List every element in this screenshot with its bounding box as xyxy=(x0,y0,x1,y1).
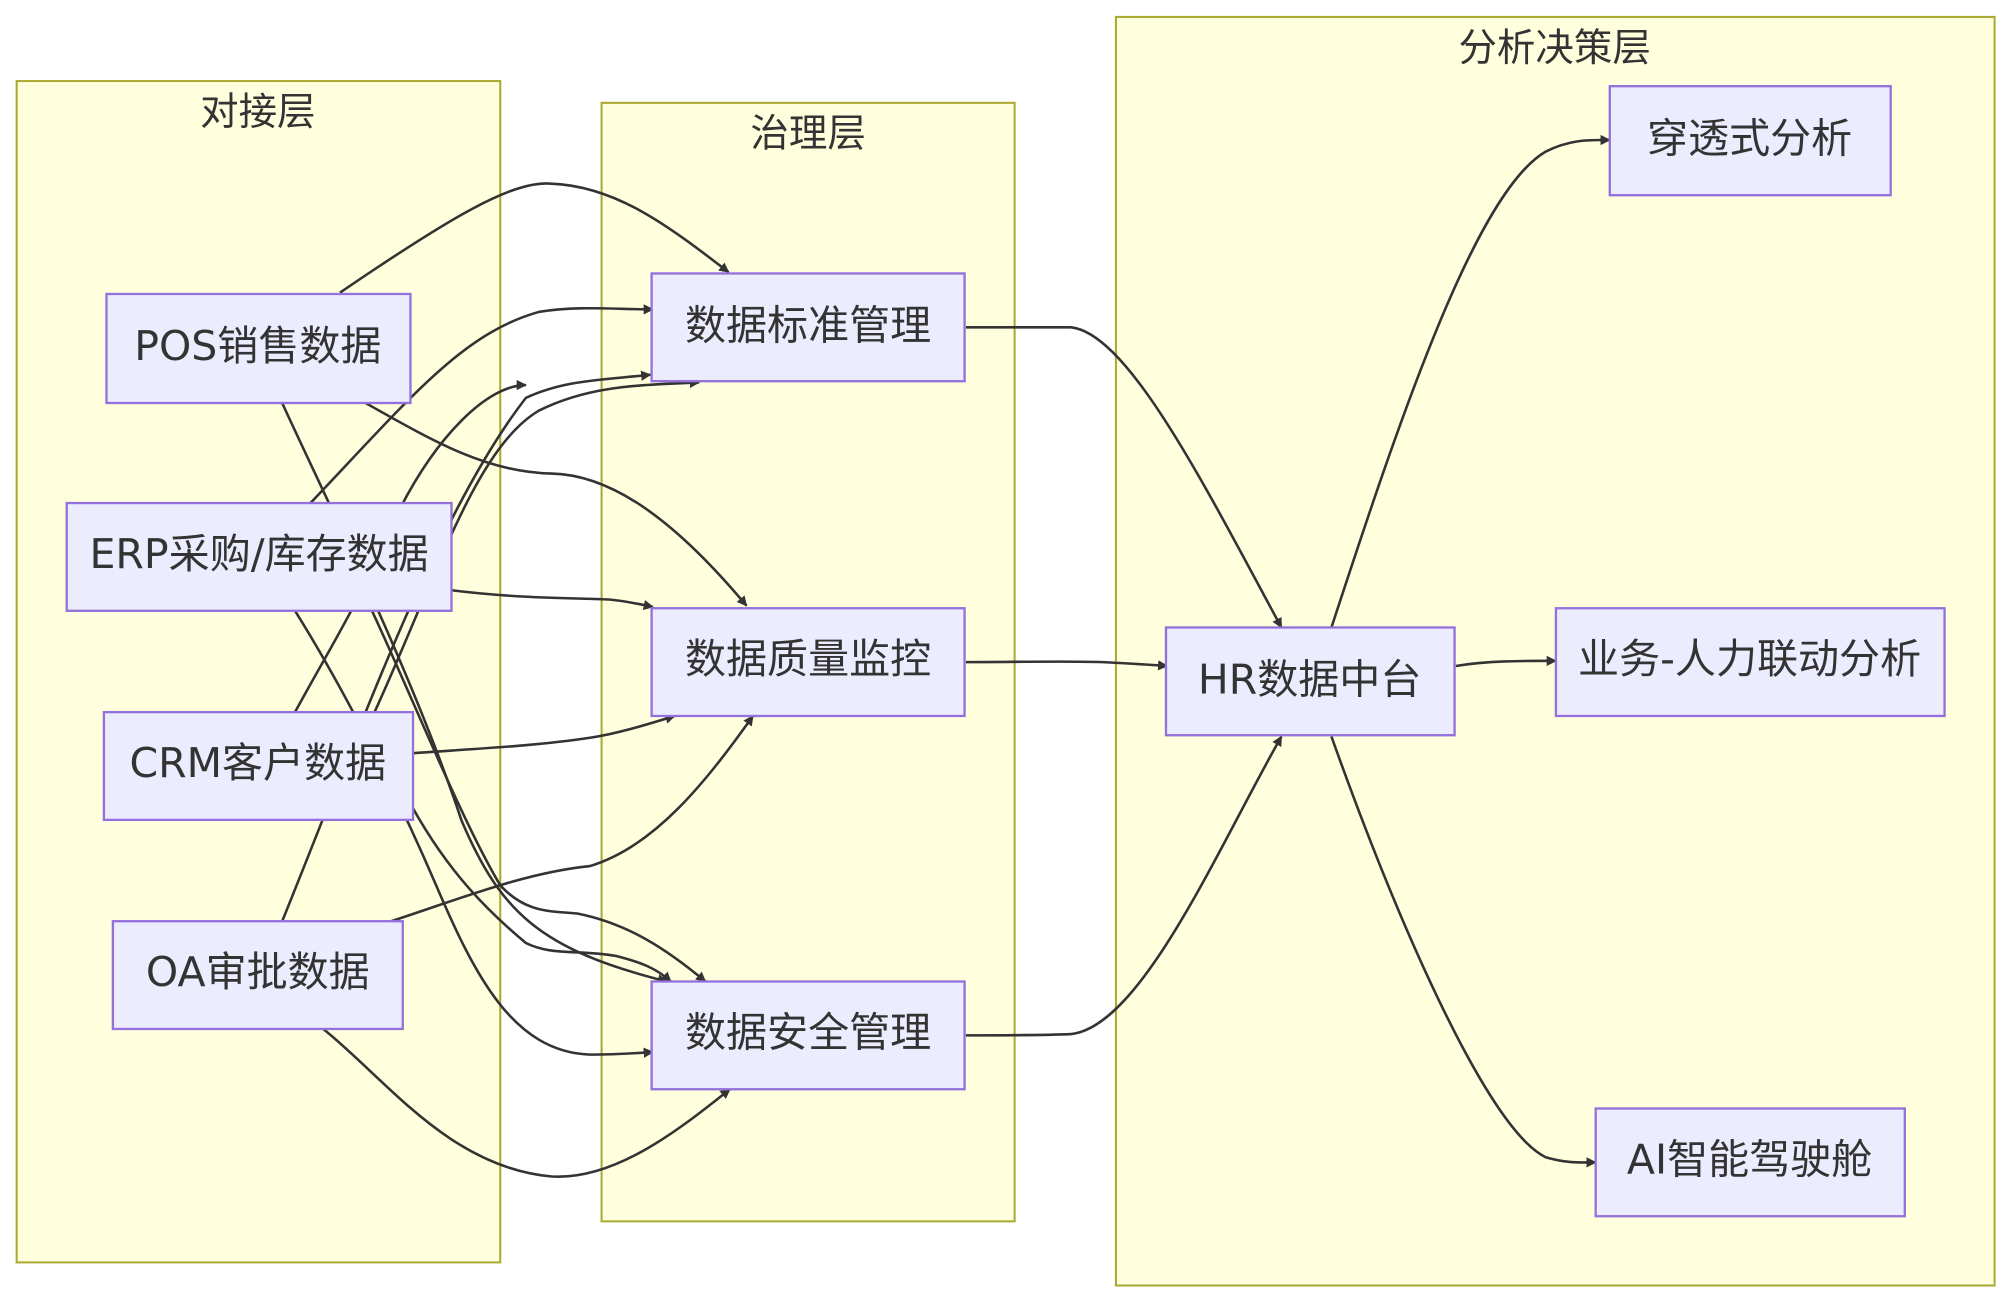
node-linkage-box[interactable] xyxy=(1554,607,1946,718)
edge-security-hr xyxy=(965,735,1283,1037)
node-std-label: 数据标准管理 xyxy=(685,302,931,350)
node-quality-box[interactable] xyxy=(650,607,966,718)
node-pos-label: POS销售数据 xyxy=(134,322,381,370)
node-crm[interactable]: CRM客户数据 xyxy=(102,710,415,822)
node-erp[interactable]: ERP采购/库存数据 xyxy=(65,501,453,612)
node-hr-label: HR数据中台 xyxy=(1198,656,1422,704)
cluster-analysis-label: 分析决策层 xyxy=(1458,26,1650,71)
edge-quality-hr xyxy=(965,660,1169,671)
node-erp-label: ERP采购/库存数据 xyxy=(90,530,429,578)
node-erp-box[interactable] xyxy=(65,501,453,612)
edge-erp-std xyxy=(309,304,654,504)
node-pos-box[interactable] xyxy=(105,292,412,405)
node-security-box[interactable] xyxy=(650,980,966,1091)
node-linkage[interactable]: 业务-人力联动分析 xyxy=(1554,607,1946,718)
edges xyxy=(281,134,1611,1178)
node-ai[interactable]: AI智能驾驶舱 xyxy=(1594,1107,1906,1218)
edge-pos-std xyxy=(339,182,730,294)
edge-oa-security xyxy=(322,1027,731,1178)
node-quality[interactable]: 数据质量监控 xyxy=(650,607,966,718)
node-linkage-label: 业务-人力联动分析 xyxy=(1578,635,1921,683)
node-pos[interactable]: POS销售数据 xyxy=(105,292,412,405)
node-crm-label: CRM客户数据 xyxy=(129,739,386,787)
node-oa-label: OA审批数据 xyxy=(146,948,370,996)
node-security-label: 数据安全管理 xyxy=(685,1008,931,1056)
edge-hr-ai xyxy=(1330,736,1597,1168)
node-penetration-label: 穿透式分析 xyxy=(1647,114,1852,162)
cluster-access-box xyxy=(15,80,502,1264)
cluster-access-label: 对接层 xyxy=(200,90,315,135)
edge-pos-quality xyxy=(364,401,748,607)
node-ai-label: AI智能驾驶舱 xyxy=(1627,1135,1872,1183)
cluster-access-layer: 对接层 xyxy=(15,80,502,1264)
node-oa-box[interactable] xyxy=(111,920,404,1031)
node-std-box[interactable] xyxy=(650,272,966,383)
edge-hr-penetration xyxy=(1330,134,1611,628)
cluster-governance-label: 治理层 xyxy=(750,112,865,157)
node-std[interactable]: 数据标准管理 xyxy=(650,272,966,383)
node-penetration-box[interactable] xyxy=(1608,85,1892,197)
node-hr-box[interactable] xyxy=(1164,626,1456,737)
edge-crm-security xyxy=(411,807,672,983)
node-hr[interactable]: HR数据中台 xyxy=(1164,626,1456,737)
edge-std-hr xyxy=(965,326,1283,629)
node-penetration[interactable]: 穿透式分析 xyxy=(1608,85,1892,197)
node-crm-box[interactable] xyxy=(102,710,415,822)
edge-erp-security xyxy=(370,610,707,983)
node-security[interactable]: 数据安全管理 xyxy=(650,980,966,1091)
edge-hr-linkage xyxy=(1455,655,1557,668)
node-ai-box[interactable] xyxy=(1594,1107,1906,1218)
edge-crm-quality xyxy=(412,713,676,755)
edge-erp-quality xyxy=(451,589,654,611)
node-quality-label: 数据质量监控 xyxy=(685,635,931,683)
node-oa[interactable]: OA审批数据 xyxy=(111,920,404,1031)
edge-oa-quality xyxy=(390,715,754,923)
